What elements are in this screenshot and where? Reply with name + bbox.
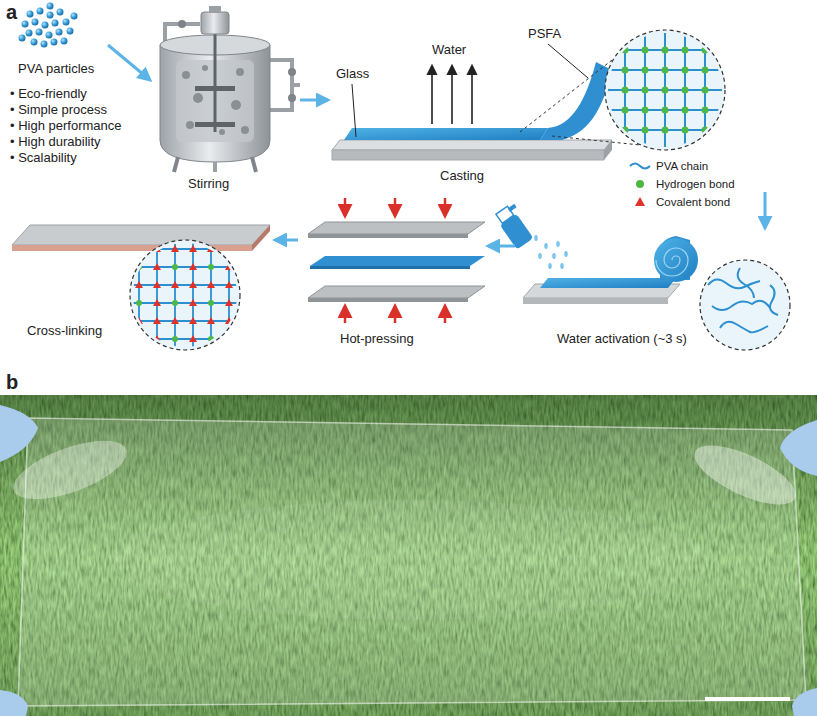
step-caption: PVA particles (18, 61, 94, 77)
annotation: • Eco-friendly (10, 86, 87, 102)
chains-zoom (700, 260, 790, 350)
process-arrow (300, 99, 328, 102)
panel-letter: b (6, 370, 18, 394)
step-caption: Water activation (~3 s) (557, 331, 687, 347)
process-step: PVA particles (8, 5, 108, 83)
process-step: Water activation (~3 s) (515, 228, 800, 352)
annotation: • High durability (10, 134, 101, 150)
film-photo (0, 395, 817, 716)
annotation: Glass (336, 66, 369, 82)
psfa-film (344, 62, 612, 140)
panel-letter: a (6, 0, 17, 24)
process-arrow (108, 45, 150, 80)
process-step: Hot-pressing (298, 194, 488, 352)
legend-text: Hydrogen bond (656, 177, 735, 191)
process-step: Cross-linking (5, 205, 275, 352)
process-arrow (488, 245, 515, 248)
stirring-reactor (160, 6, 300, 172)
annotation: • Scalability (10, 150, 77, 166)
step-caption: Cross-linking (27, 323, 102, 339)
step-caption: Stirring (188, 176, 229, 192)
hot-press (308, 198, 485, 323)
crosslinked-film (12, 225, 270, 251)
network-zoom (605, 30, 725, 150)
annotation: Water (432, 42, 466, 58)
legend-samples (630, 164, 650, 207)
process-arrow (275, 239, 298, 242)
legend-text: Covalent bond (656, 195, 730, 209)
film-roll (540, 236, 698, 288)
step-caption: Casting (440, 168, 484, 184)
process-step: Stirring (150, 8, 300, 194)
step-caption: Hot-pressing (340, 331, 414, 347)
process-arrow (764, 192, 767, 228)
leader-lines (352, 44, 588, 137)
crosslink-zoom (130, 240, 240, 350)
scale-bar (705, 697, 790, 701)
water-arrows (432, 66, 472, 124)
spray-bottle (493, 202, 536, 249)
legend-text: PVA chain (656, 159, 708, 173)
pva-particles (19, 3, 78, 48)
annotation: PSFA (528, 26, 561, 42)
annotation: • High performance (10, 118, 122, 134)
water-droplets (534, 235, 568, 269)
process-step: Casting (328, 22, 798, 192)
annotation: • Simple process (10, 102, 107, 118)
glass-plate (332, 140, 612, 160)
